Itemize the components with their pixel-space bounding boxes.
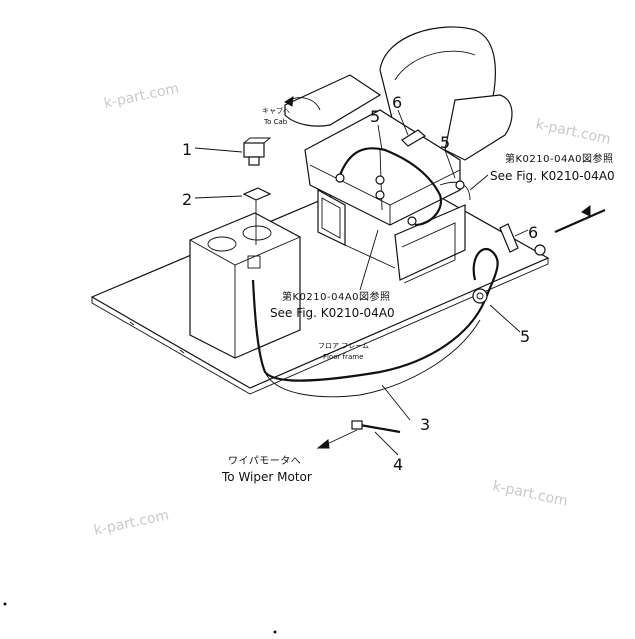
leader-lines (194, 109, 529, 456)
watermark-top-left: k-part.com (103, 80, 181, 112)
bracket-part-2 (242, 187, 272, 245)
floor-frame-en: Floor frame (323, 353, 363, 361)
callout-6-right: 6 (528, 223, 538, 242)
callout-1: 1 (182, 140, 192, 159)
wiring-harness (251, 96, 606, 449)
callout-5-lower: 5 (520, 327, 530, 346)
switch-part-1 (243, 137, 272, 166)
text-labels: キャブへ To Cab 第K0210-04A0図参照 See Fig. K021… (221, 106, 615, 484)
floor-frame-jp: フロア フレーム (318, 342, 369, 350)
callout-4: 4 (393, 455, 403, 474)
wiper-motor-en: To Wiper Motor (221, 470, 312, 484)
console-box (189, 212, 301, 359)
scan-marks (3, 602, 277, 634)
see-fig-mid-en: See Fig. K0210-04A0 (270, 306, 395, 320)
callout-numbers: 1 2 3 4 5 5 5 6 6 (182, 93, 538, 474)
wiper-motor-jp: ワイパモータへ (228, 455, 301, 467)
callout-5-right: 5 (440, 133, 450, 152)
callout-3: 3 (420, 415, 430, 434)
watermark-top-right: k-part.com (534, 116, 612, 148)
see-fig-top-jp: 第K0210-04A0図参照 (505, 152, 614, 165)
see-fig-top-en: See Fig. K0210-04A0 (490, 169, 615, 183)
floor-frame (90, 169, 550, 395)
to-cab-en: To Cab (263, 118, 288, 126)
watermark-bottom-left: k-part.com (93, 507, 171, 539)
callout-2: 2 (182, 190, 192, 209)
see-fig-mid-jp: 第K0210-04A0図参照 (282, 290, 391, 303)
callout-5-top: 5 (370, 107, 380, 126)
to-cab-jp: キャブへ (262, 106, 290, 115)
callout-6-top: 6 (392, 93, 402, 112)
clamps-and-bolts (335, 129, 546, 430)
watermark-bottom-right: k-part.com (491, 478, 569, 510)
